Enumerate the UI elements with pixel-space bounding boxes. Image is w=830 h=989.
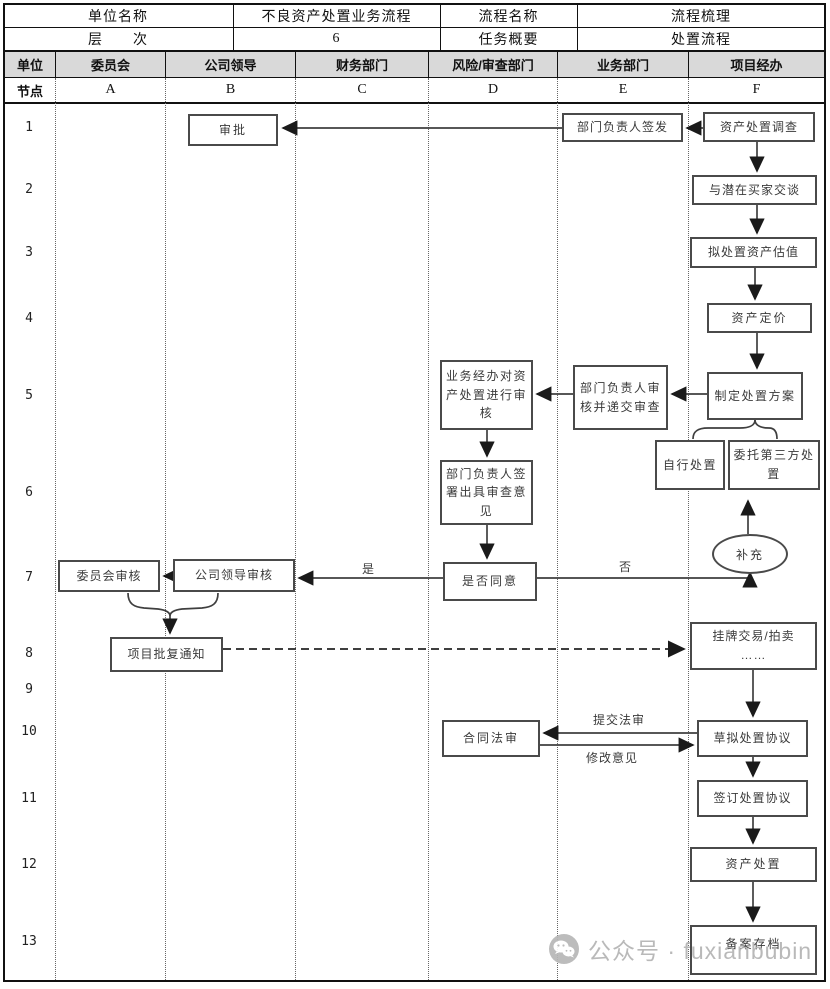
node-approve: 审批 [188, 114, 278, 146]
row-number-8: 8 [25, 646, 33, 661]
edge-label-submit-legal: 提交法审 [593, 713, 646, 727]
edge-label-yes: 是 [362, 562, 376, 576]
node-row-label: 节点 [5, 78, 55, 102]
row-number-10: 10 [21, 724, 37, 739]
row-number-9: 9 [25, 682, 33, 697]
node-listing-auction-line1: 挂牌交易/拍卖 [712, 629, 795, 644]
table-left-border [3, 3, 5, 982]
node-dept-review-submit: 部门负责人审核并递交审查 [573, 365, 668, 430]
row2-divider [3, 50, 826, 52]
lane-header-finance: 财务部门 [296, 52, 428, 77]
row-number-2: 2 [25, 182, 33, 197]
row-number-1: 1 [25, 120, 33, 135]
lane-header-project-handler: 项目经办 [689, 52, 824, 77]
lane-divider-a-b [165, 78, 166, 980]
watermark-text: 公众号 · fuxianbubin [588, 938, 813, 964]
row-number-3: 3 [25, 245, 33, 260]
lane-vline-c [295, 52, 296, 77]
header-flow-name-value: 流程梳理 [671, 7, 731, 24]
node-self-disposal: 自行处置 [655, 440, 725, 490]
row-number-12: 12 [21, 857, 37, 872]
node-dept-head-sign: 部门负责人签发 [562, 113, 683, 142]
node-make-disposal-plan: 制定处置方案 [707, 372, 803, 420]
lane-divider-d-e [557, 78, 558, 980]
lane-header-committee: 委员会 [56, 52, 165, 77]
header-unit-name-label: 单位名称 [88, 7, 148, 24]
row-number-13: 13 [21, 934, 37, 949]
node-asset-valuation: 拟处置资产估值 [690, 237, 817, 268]
header-task-summary-label: 任务概要 [478, 31, 539, 47]
header-vline-1 [233, 3, 234, 50]
node-draft-disposal-agreement: 草拟处置协议 [697, 720, 808, 757]
lane-header-risk-audit: 风险/审查部门 [429, 52, 557, 77]
lane-header-leadership: 公司领导 [166, 52, 295, 77]
lane-code-b: B [225, 82, 236, 97]
table-top-border [3, 3, 826, 5]
node-asset-disposal-execute: 资产处置 [690, 847, 817, 882]
header-level-label: 层 次 [88, 31, 148, 47]
row-number-5: 5 [25, 388, 33, 403]
node-listing-auction: 挂牌交易/拍卖 …… [690, 622, 817, 670]
lane-code-e: E [618, 82, 628, 97]
table-bottom-border [3, 980, 826, 982]
lane-code-f: F [752, 82, 761, 97]
node-listing-auction-line2: …… [740, 648, 767, 662]
lane-code-a: A [105, 82, 116, 97]
header-unit-name-value: 不良资产处置业务流程 [261, 7, 412, 24]
lane-vline-f [688, 52, 689, 77]
wechat-icon [549, 934, 579, 964]
row-number-7: 7 [25, 570, 33, 585]
row3-divider [3, 77, 826, 78]
header-vline-3 [577, 3, 578, 50]
lane-divider-units [55, 78, 56, 980]
edge-label-no: 否 [619, 560, 633, 574]
node-sign-disposal-agreement: 签订处置协议 [697, 780, 808, 817]
header-task-summary-value: 处置流程 [671, 31, 731, 47]
node-filing-archive: 备案存档 [690, 925, 817, 975]
header-flow-name-label: 流程名称 [478, 7, 539, 24]
node-talk-potential-buyers: 与潜在买家交谈 [692, 175, 817, 205]
node-contract-legal-review: 合同法审 [442, 720, 540, 757]
lane-divider-b-c [295, 78, 296, 980]
lane-divider-c-d [428, 78, 429, 980]
node-supplement: 补充 [712, 534, 788, 574]
header-bottom-border [3, 102, 826, 104]
header-level-value: 6 [332, 31, 341, 46]
node-project-approval-notice: 项目批复通知 [110, 637, 223, 672]
lane-vline-b [165, 52, 166, 77]
lane-header-business: 业务部门 [558, 52, 688, 77]
row-number-11: 11 [21, 791, 37, 806]
header-vline-2 [440, 3, 441, 50]
lane-vline-a [55, 52, 56, 77]
row1-divider [3, 27, 826, 28]
lane-code-c: C [357, 82, 367, 97]
lane-divider-e-f [688, 78, 689, 980]
node-committee-review: 委员会审核 [58, 560, 160, 592]
lane-header-unit: 单位 [5, 52, 55, 77]
lane-vline-e [557, 52, 558, 77]
lane-vline-d [428, 52, 429, 77]
node-asset-pricing: 资产定价 [707, 303, 812, 333]
table-right-border [824, 3, 826, 982]
edge-label-revision: 修改意见 [586, 751, 639, 765]
watermark: 公众号 · fuxianbubin [548, 932, 812, 966]
node-agree-decision: 是否同意 [443, 562, 537, 601]
node-handler-review: 业务经办对资产处置进行审核 [440, 360, 533, 430]
node-third-party-disposal: 委托第三方处置 [728, 440, 820, 490]
row-number-4: 4 [25, 311, 33, 326]
node-sign-review-opinion: 部门负责人签署出具审查意见 [440, 460, 533, 525]
row-number-6: 6 [25, 485, 33, 500]
node-asset-disposal-investigation: 资产处置调查 [703, 112, 815, 142]
node-leadership-review: 公司领导审核 [173, 559, 295, 592]
lane-code-d: D [487, 82, 499, 97]
